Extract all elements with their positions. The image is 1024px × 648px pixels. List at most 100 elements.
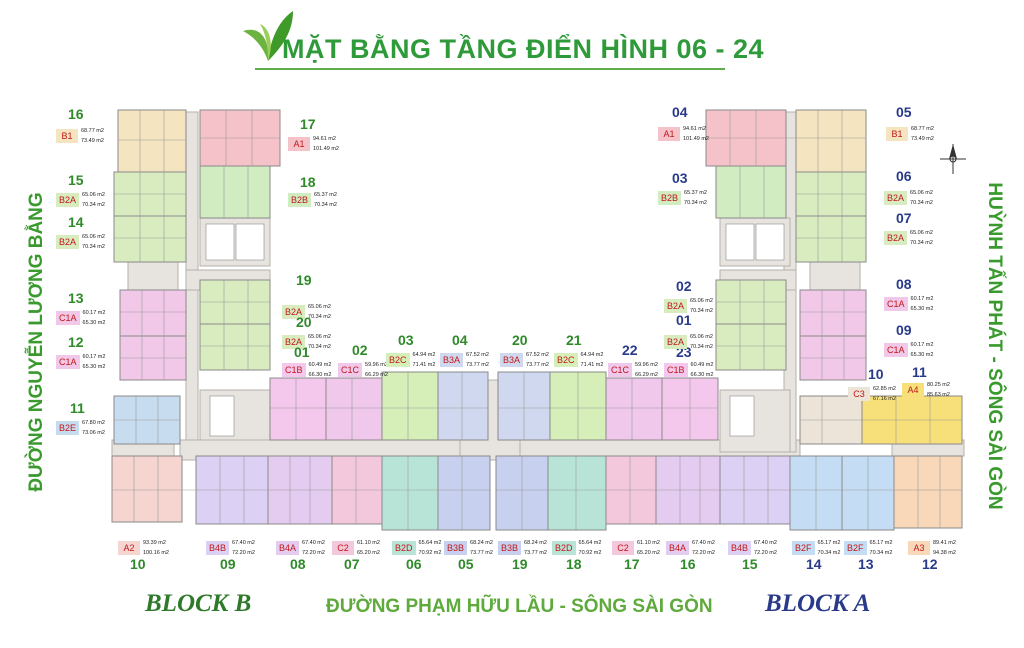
unit-number: 01 (294, 344, 310, 360)
unit-area-gross: 66.30 m2 (690, 372, 714, 378)
unit-area-gross: 72.20 m2 (754, 550, 777, 556)
road-bottom-label: ĐƯỜNG PHẠM HỮU LẦU - SÔNG SÀI GÒN (326, 596, 713, 617)
block-a-label: BLOCK A (765, 590, 871, 617)
unit-number: 20 (512, 332, 528, 348)
unit-type-code: C1A (884, 297, 908, 311)
unit-area-gross: 67.16 m2 (873, 396, 896, 402)
unit-area-gross: 73.77 m2 (526, 362, 549, 368)
unit-a05-plan (795, 109, 867, 173)
unit-area-gross: 72.20 m2 (302, 550, 325, 556)
unit-area-gross: 70.34 m2 (910, 240, 933, 246)
unit-14-plan (113, 215, 187, 263)
unit-area-net: 67.80 m2 (82, 420, 105, 426)
unit-type-code: B2A (282, 335, 306, 349)
unit-areas: 65.06 m2 70.34 m2 (690, 296, 713, 316)
page-title: MẶT BẰNG TẦNG ĐIỂN HÌNH 06 - 24 (282, 34, 765, 64)
unit-area-gross: 70.34 m2 (817, 550, 841, 556)
unit-area-net: 61.10 m2 (637, 540, 660, 546)
unit-area-net: 65.06 m2 (690, 298, 713, 304)
unit-type-code: C3 (848, 387, 870, 401)
unit-type-code: C1C (608, 363, 633, 377)
unit-03-plan (381, 371, 439, 441)
unit-area-gross: 70.34 m2 (314, 202, 337, 208)
stairwells (205, 223, 785, 437)
unit-type-code: B3A (440, 353, 464, 367)
unit-area-gross: 70.92 m2 (578, 550, 602, 556)
unit-type-code: B2F (844, 541, 867, 555)
unit-area-gross: 101.49 m2 (683, 136, 709, 142)
unit-type-code: B1 (56, 129, 78, 143)
unit-area-net: 68.24 m2 (470, 540, 493, 546)
unit-area-gross: 70.34 m2 (869, 550, 893, 556)
unit-a12-plan (893, 455, 963, 529)
unit-type-code: B2A (664, 335, 688, 349)
unit-18-plan (199, 165, 271, 219)
unit-area-net: 93.39 m2 (143, 540, 166, 546)
unit-area-gross: 70.34 m2 (82, 244, 105, 250)
road-left-label: ĐƯỜNG NGUYỄN LƯƠNG BẰNG (26, 192, 47, 492)
unit-20-plan (199, 323, 271, 371)
unit-number: 19 (512, 556, 528, 572)
unit-area-net: 64.94 m2 (412, 352, 436, 358)
unit-area-net: 67.40 m2 (302, 540, 325, 546)
unit-area-net: 61.10 m2 (357, 540, 380, 546)
unit-area-gross: 73.06 m2 (82, 430, 105, 436)
interior-walls (112, 110, 962, 530)
unit-a01-plan (715, 323, 787, 371)
unit-area-net: 60.49 m2 (308, 362, 332, 368)
unit-area-net: 65.06 m2 (910, 190, 933, 196)
unit-type-code: B2D (392, 541, 416, 555)
unit-area-gross: 70.34 m2 (690, 308, 713, 314)
unit-area-net: 65.06 m2 (690, 334, 713, 340)
unit-number: 08 (896, 276, 912, 292)
unit-area-gross: 66.29 m2 (365, 372, 388, 378)
unit-number: 18 (300, 174, 316, 190)
unit-area-net: 65.17 m2 (869, 540, 893, 546)
unit-area-gross: 94.38 m2 (933, 550, 956, 556)
unit-area-gross: 85.63 m2 (927, 392, 950, 398)
unit-number: 09 (220, 556, 236, 572)
unit-area-gross: 70.34 m2 (82, 202, 105, 208)
block-a-units (495, 109, 963, 531)
unit-number: 08 (290, 556, 306, 572)
unit-area-net: 65.06 m2 (82, 234, 105, 240)
unit-number: 02 (352, 342, 368, 358)
unit-number: 22 (622, 342, 638, 358)
unit-type-code: B4A (276, 541, 300, 555)
unit-type-code: C1B (282, 363, 306, 377)
unit-area-net: 65.06 m2 (308, 334, 331, 340)
title-underline (255, 68, 725, 70)
unit-a22-plan (605, 377, 663, 441)
unit-number: 05 (896, 104, 912, 120)
